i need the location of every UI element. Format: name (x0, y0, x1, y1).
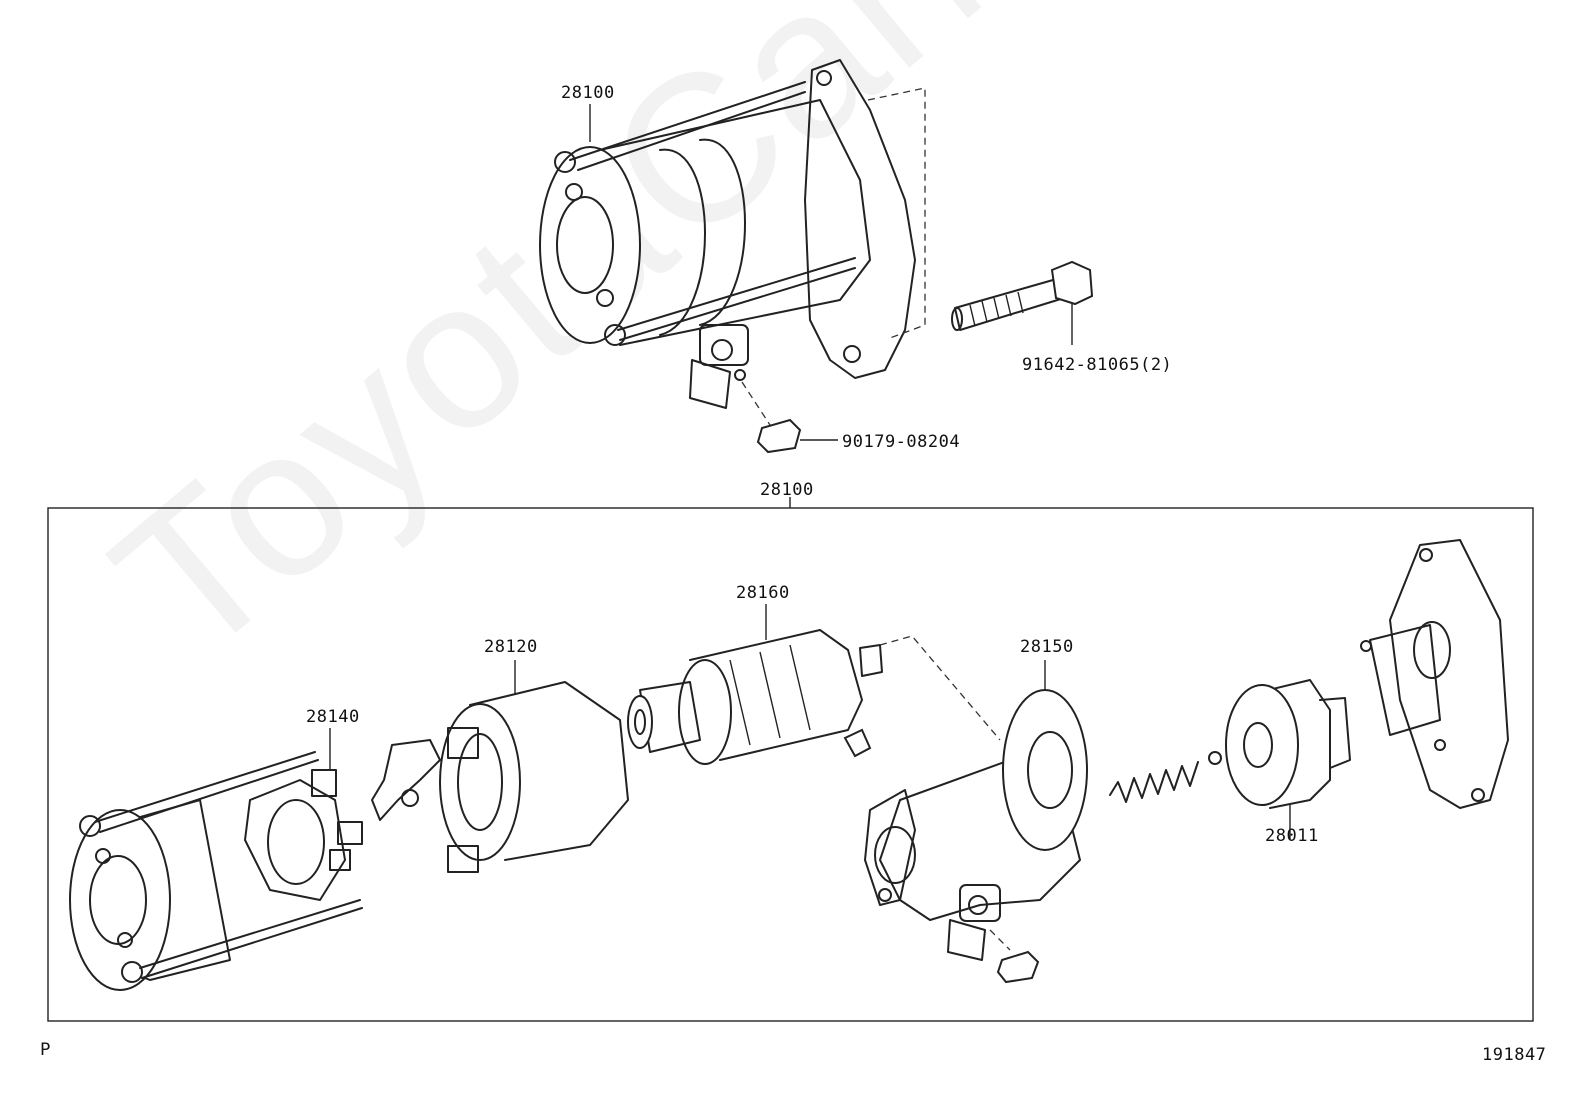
brush-holder-drawing (244, 728, 363, 901)
label-nut: 90179-08204 (842, 432, 961, 452)
label-armature: 28160 (736, 583, 790, 603)
label-yoke: 28120 (484, 637, 538, 657)
nut-drawing (756, 418, 838, 454)
end-frame-drawing (69, 751, 363, 991)
armature-drawing (627, 604, 1001, 765)
drive-housing-drawing (1360, 539, 1509, 809)
label-starter-assembly-top: 28100 (561, 83, 615, 103)
footer-figure-number: 191847 (1482, 1045, 1547, 1065)
spring-drawing (1109, 751, 1222, 803)
label-clutch: 28011 (1265, 826, 1319, 846)
starter-assembly-drawing (539, 59, 926, 426)
footer-left-code: P (40, 1040, 51, 1060)
yoke-drawing (371, 660, 629, 873)
label-brush-holder: 28140 (306, 707, 360, 727)
bolt-drawing (951, 260, 1094, 345)
housing-drawing (843, 660, 1088, 984)
label-magnetic-switch: 28150 (1020, 637, 1074, 657)
label-bolt: 91642-81065(2) (1022, 355, 1173, 375)
clutch-drawing (1225, 679, 1351, 840)
exploded-view-frame (47, 507, 1534, 1022)
label-starter-assembly-box: 28100 (760, 480, 814, 500)
